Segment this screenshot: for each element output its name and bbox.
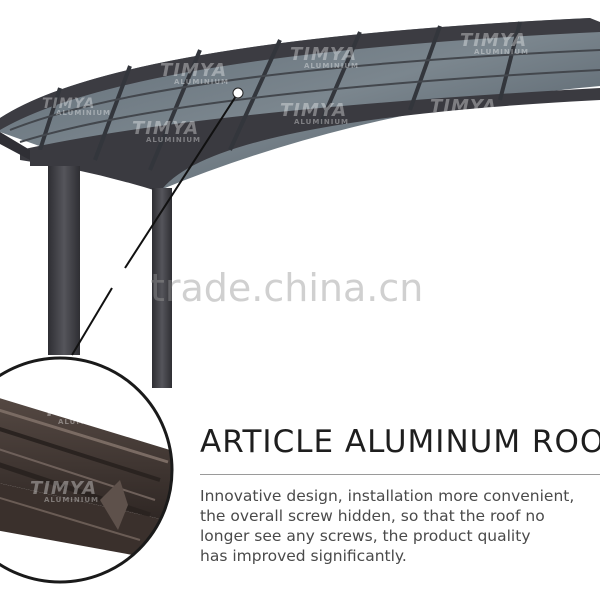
description-line: Innovative design, installation more con… — [200, 487, 575, 505]
brand-logo-watermark: TIMYA ALUMINIUM — [132, 118, 201, 144]
brand-logo-subtext: ALUMINIUM — [56, 109, 111, 117]
brand-logo-text: TIMYA — [160, 60, 228, 81]
brand-logo-text: TIMYA — [290, 44, 358, 65]
description-line: the overall screw hidden, so that the ro… — [200, 507, 545, 525]
product-description: Innovative design, installation more con… — [200, 486, 600, 566]
brand-logo-subtext: ALUMINIUM — [174, 78, 229, 86]
brand-logo-text: TIMYA — [42, 96, 96, 112]
brand-logo-subtext: ALUMINIUM — [58, 418, 113, 426]
brand-logo-subtext: ALUMINIUM — [474, 48, 529, 56]
brand-logo-subtext: ALUMINIUM — [304, 62, 359, 70]
brand-logo-watermark: TIMYA ALUMINIUM — [290, 44, 359, 70]
brand-logo-text: TIMYA — [132, 118, 200, 139]
brand-logo-text: TIMYA — [430, 96, 498, 117]
brand-logo-subtext: ALUMINIUM — [294, 118, 349, 126]
brand-logo-watermark: TIMYA ALUMINIUM — [430, 96, 499, 122]
site-watermark: trade.china.cn — [150, 266, 424, 310]
brand-logo-watermark: TIMYA ALUMINIUM — [280, 100, 349, 126]
brand-logo-subtext: ALUMINIUM — [444, 114, 499, 122]
brand-logo-watermark: TIMYA ALUMINIUM — [460, 30, 529, 56]
product-heading: ARTICLE ALUMINUM ROOF — [200, 424, 600, 460]
brand-logo-text: TIMYA — [44, 400, 112, 421]
description-line: has improved significantly. — [200, 547, 407, 565]
description-line: longer see any screws, the product quali… — [200, 527, 531, 545]
carport-posts — [30, 150, 172, 388]
brand-logo-subtext: ALUMINIUM — [146, 136, 201, 144]
carport-roof — [0, 18, 600, 192]
profile-detail-circle — [0, 356, 174, 584]
brand-logo-watermark: TIMYA ALUMINIUM — [42, 96, 111, 117]
brand-logo-text: TIMYA — [280, 100, 348, 121]
brand-logo-watermark: TIMYA ALUMINIUM — [30, 478, 99, 504]
brand-logo-text: TIMYA — [460, 30, 528, 51]
brand-logo-text: TIMYA — [30, 478, 98, 499]
brand-logo-watermark: TIMYA ALUMINIUM — [44, 400, 113, 426]
brand-logo-subtext: ALUMINIUM — [44, 496, 99, 504]
callout-pointer — [71, 87, 244, 356]
brand-logo-watermark: TIMYA ALUMINIUM — [160, 60, 229, 86]
heading-divider — [200, 474, 600, 475]
